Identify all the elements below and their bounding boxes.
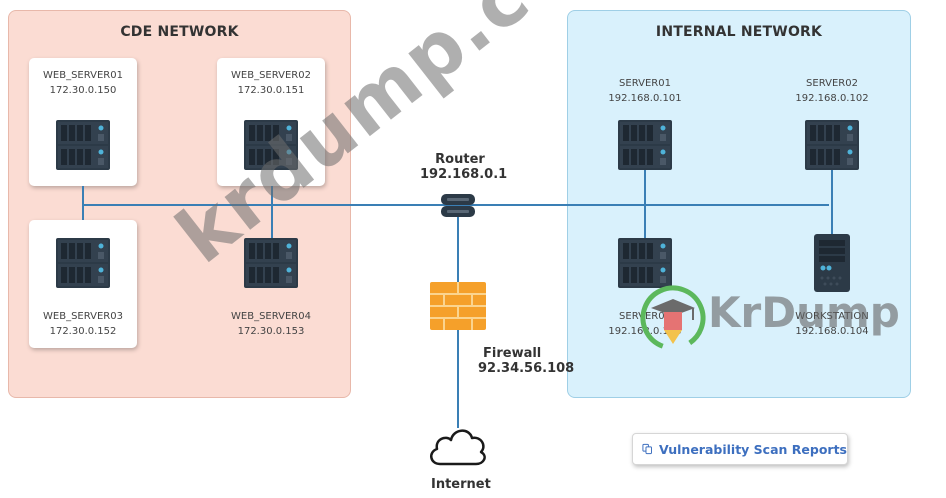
firewall-ip: 92.34.56.108	[478, 361, 575, 376]
vulnerability-scan-reports-button[interactable]: Vulnerability Scan Reports	[632, 433, 848, 465]
server-icon	[56, 120, 110, 170]
web-server03-name: WEB_SERVER03	[43, 311, 123, 322]
internal-network-zone: INTERNAL NETWORK	[567, 10, 911, 398]
firewall-label: Firewall	[483, 346, 542, 361]
workstation[interactable]: WORKSTATION 192.168.0.104	[778, 309, 886, 339]
server02-ip: 192.168.0.102	[795, 93, 869, 104]
web-server02[interactable]: WEB_SERVER02 172.30.0.151	[217, 68, 325, 98]
workstation-ip: 192.168.0.104	[795, 326, 869, 337]
web-server03-ip: 172.30.0.152	[49, 326, 117, 337]
server01-ip: 192.168.0.101	[608, 93, 682, 104]
web-server03[interactable]: WEB_SERVER03 172.30.0.152	[29, 309, 137, 339]
internet-label-wrap: Internet	[431, 477, 491, 493]
server01[interactable]: SERVER01 192.168.0.101	[591, 76, 699, 106]
server-icon	[805, 120, 859, 170]
router-ip: 192.168.0.1	[420, 167, 508, 182]
web-server04-name: WEB_SERVER04	[231, 311, 311, 322]
firewall-icon[interactable]	[430, 282, 486, 330]
workstation-name: WORKSTATION	[795, 311, 869, 322]
web-server04-ip: 172.30.0.153	[237, 326, 305, 337]
vulnerability-scan-reports-label: Vulnerability Scan Reports	[659, 441, 847, 457]
watermark-logo-icon	[640, 285, 706, 351]
web-server02-name: WEB_SERVER02	[231, 70, 311, 81]
server-icon	[618, 238, 672, 288]
web-server01-name: WEB_SERVER01	[43, 70, 123, 81]
cloud-icon[interactable]	[426, 424, 490, 468]
web-server04[interactable]: WEB_SERVER04 172.30.0.153	[217, 309, 325, 339]
workstation-icon	[814, 234, 850, 292]
server-icon	[244, 120, 298, 170]
cde-network-title: CDE NETWORK	[120, 24, 239, 40]
server02-name: SERVER02	[806, 78, 858, 89]
server02[interactable]: SERVER02 192.168.0.102	[778, 76, 886, 106]
router-icon[interactable]	[439, 193, 477, 219]
router-label: Router	[435, 152, 485, 167]
router-label-group: Router	[420, 152, 500, 168]
server01-name: SERVER01	[619, 78, 671, 89]
server-icon	[618, 120, 672, 170]
firewall-label-wrap: Firewall	[483, 346, 541, 362]
internal-network-title: INTERNAL NETWORK	[655, 24, 823, 40]
web-server01[interactable]: WEB_SERVER01 172.30.0.150	[29, 68, 137, 98]
firewall-ip-wrap: 92.34.56.108	[478, 361, 574, 377]
web-server02-ip: 172.30.0.151	[237, 85, 305, 96]
copy-documents-icon	[642, 443, 652, 455]
router-ip-wrap: 192.168.0.1	[420, 167, 507, 183]
web-server01-ip: 172.30.0.150	[49, 85, 117, 96]
server-icon	[244, 238, 298, 288]
internet-label: Internet	[431, 477, 491, 492]
server-icon	[56, 238, 110, 288]
